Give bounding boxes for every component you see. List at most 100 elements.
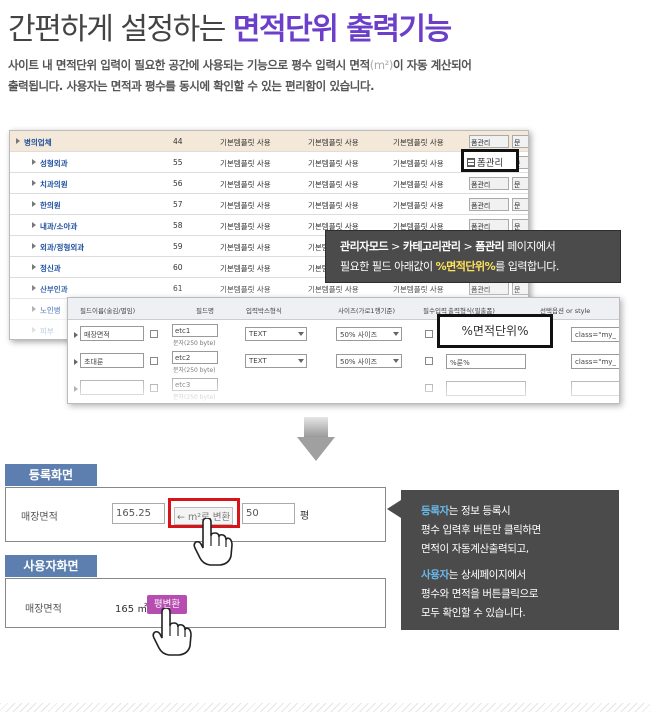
category-name[interactable]: 정신과 [40,264,61,273]
field-checkbox[interactable] [150,330,158,338]
expand-icon [32,180,36,186]
area-input[interactable]: 165.25 [112,503,165,524]
field-name-input[interactable]: 초대룬 [80,353,144,368]
category-name[interactable]: 외과/정형외과 [40,243,85,252]
template-setting: 기본템플릿 사용 [308,180,359,189]
row-marker-icon [74,359,78,365]
category-name[interactable]: 한의원 [40,201,61,210]
callout-pointer [387,500,401,518]
required-checkbox[interactable] [425,330,433,338]
tooltip-form-manage: 폼관리 [475,240,505,253]
user-area-value: 165 ㎡ [115,604,148,615]
output-format-input[interactable]: %룬% [446,354,526,369]
expand-icon [32,243,36,249]
select-value: TEXT [249,357,267,365]
info-text: 는 상세페이지에서 [448,569,526,581]
desc-text: 출력됩니다. 사용자는 면적과 평수를 동시에 확인할 수 있는 편리함이 있습… [8,79,375,93]
size-select[interactable]: 50% 사이즈 [336,354,402,368]
pyeong-input[interactable]: 50 [242,503,295,524]
template-setting: 기본템플릿 사용 [220,159,271,168]
expand-icon [16,138,20,144]
chevron-down-icon [298,332,304,336]
expand-icon [32,159,36,165]
expand-icon [32,222,36,228]
row-marker-icon [74,332,78,338]
expand-icon [32,264,36,270]
required-checkbox[interactable] [425,357,433,365]
secondary-button[interactable]: 문 [512,198,528,211]
style-option-input[interactable]: class="my_ [571,327,619,342]
field-id-input[interactable]: etc2 [172,351,218,364]
category-name[interactable]: 내과/소아과 [40,222,78,231]
bottom-divider [0,703,650,712]
list-icon [467,158,475,167]
template-setting: 기본템플릿 사용 [393,201,444,210]
info-user: 사용자 [421,569,449,581]
template-setting: 기본템플릿 사용 [220,243,271,252]
info-text: 평수 입력후 버튼만 클릭하면 [421,524,541,536]
template-setting: 기본템플릿 사용 [308,159,359,168]
select-value: 50% 사이즈 [340,331,378,339]
field-id-input[interactable]: etc1 [172,324,218,337]
info-text: 면적이 자동계산출력되고, [421,543,529,555]
field-type-note: 문자(250 byte) [173,340,216,347]
select-value: TEXT [249,330,267,338]
pyeong-convert-button[interactable]: 평변환 [147,595,187,614]
tooltip-sep: > [460,240,476,253]
info-registrant: 등록자 [421,505,449,517]
expand-icon [32,201,36,207]
form-manage-label: 폼관리 [477,158,504,169]
output-format-highlight[interactable]: %면적단위% [437,314,553,348]
down-arrow-head-icon [297,437,335,461]
size-select[interactable]: 50% 사이즈 [336,327,402,341]
info-callout: 등록자는 정보 등록시 평수 입력후 버튼만 클릭하면 면적이 자동계산출력되고… [387,490,619,630]
tooltip-code: %면적단위% [435,260,496,273]
field-name-input[interactable]: 매장면적 [80,326,144,341]
admin-path-tooltip: 관리자모드 > 카테고리관리 > 폼관리 페이지에서 필요한 필드 아래값이 %… [325,230,621,283]
template-setting: 기본템플릿 사용 [308,222,359,231]
style-option-input[interactable]: class="my_ [571,354,619,369]
input-type-select[interactable]: TEXT [245,354,307,368]
user-screen-tab: 사용자화면 [5,555,97,577]
registration-tab: 등록화면 [5,464,97,486]
category-count: 58 [173,221,183,230]
form-manage-button-highlight[interactable]: 폼관리 [461,149,519,172]
registration-field-label: 매장면적 [21,512,58,523]
field-checkbox[interactable] [150,357,158,365]
input-type-select[interactable]: TEXT [245,327,307,341]
secondary-button[interactable]: 문 [512,135,528,148]
tooltip-text: 페이지에서 [504,240,556,253]
category-name[interactable]: 치과의원 [40,180,68,189]
form-manage-button[interactable]: 폼관리 [469,198,509,211]
secondary-button[interactable]: 문 [512,177,528,190]
select-value: 50% 사이즈 [340,358,378,366]
page-description: 사이트 내 면적단위 입력이 필요한 공간에 사용되는 기능으로 평수 입력시 … [8,55,628,97]
category-name[interactable]: 성형외과 [40,159,68,168]
template-setting: 기본템플릿 사용 [220,264,271,273]
form-manage-button[interactable]: 폼관리 [469,177,509,190]
chevron-down-icon [298,359,304,363]
title-plain: 간편하게 설정하는 [8,12,226,47]
pointer-hand-icon [152,608,192,656]
field-column-header: 필수입력 [423,307,447,315]
category-count: 55 [173,158,183,167]
info-text: 평수와 면적을 버튼클릭으로 [421,588,538,600]
field-column-header: 사이즈(가로1행기준) [338,307,396,315]
template-setting: 기본템플릿 사용 [220,138,271,147]
form-manage-button[interactable]: 폼관리 [469,135,509,148]
field-column-header: 출력형식(필출폼) [448,307,495,315]
user-screen-box [5,578,386,628]
title-accent: 면적단위 출력기능 [232,12,452,47]
tooltip-category: 카테고리관리 [402,240,461,253]
info-text: 모두 확인할 수 있습니다. [421,607,526,619]
info-text: 는 정보 등록시 [448,505,511,517]
field-column-header: 필드이름(술김/별임) [80,307,136,315]
category-name[interactable]: 병의업체 [24,138,52,147]
desc-text: 이 자동 계산되어 [392,58,472,72]
template-setting: 기본템플릿 사용 [393,222,444,231]
